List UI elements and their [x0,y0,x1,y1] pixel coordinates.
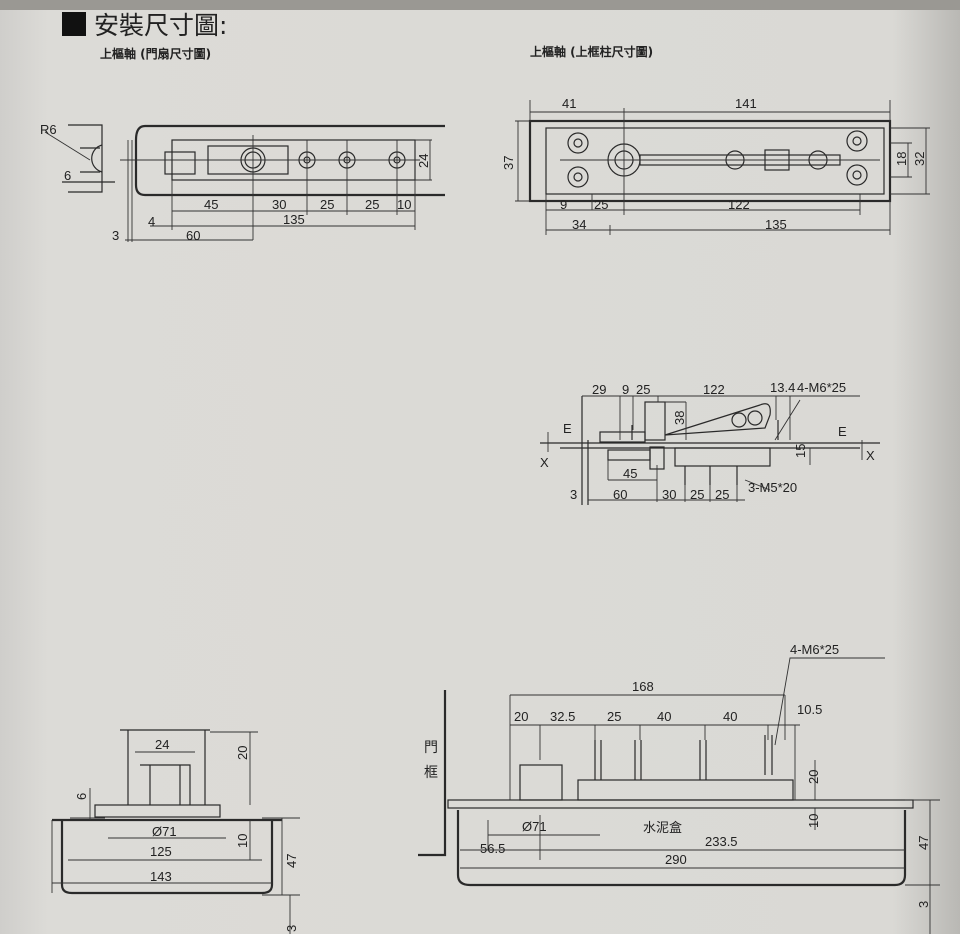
dim-label: 290 [665,852,687,867]
dim-label: 20 [514,709,528,724]
subtitle-frame: 上樞軸 (上框柱尺寸圖) [530,44,653,59]
drawing-floor-spring-plan: 4-M6*25 168 20 32.5 25 40 40 10.5 門 框 20… [418,642,940,934]
dim-label: 233.5 [705,834,738,849]
dim-label: 9 [560,197,567,212]
dim-label: 56.5 [480,841,505,856]
dim-label: 32.5 [550,709,575,724]
drawing-top-pivot-door: R6 6 45 30 25 25 10 24 135 4 3 60 [40,122,445,243]
dim-label: X [540,455,549,470]
dim-label: 6 [74,793,89,800]
page-top-edge [0,0,960,10]
dim-label: 24 [155,737,169,752]
dim-label: 34 [572,217,586,232]
dim-label: 168 [632,679,654,694]
label-door-frame-1: 門 [424,740,438,756]
dim-label: 30 [662,487,676,502]
dim-label: 24 [416,154,431,168]
dim-label: 40 [657,709,671,724]
dim-label: 10 [397,197,411,212]
dim-label: X [866,448,875,463]
dim-label: 15 [793,444,808,458]
dim-label: E [563,421,572,436]
drawing-top-pivot-frame: 41 141 37 18 32 9 25 122 34 135 [501,96,930,235]
dim-label: 25 [365,197,379,212]
dim-label: 10 [806,814,821,828]
dim-label: 6 [64,168,71,183]
dim-label: 25 [607,709,621,724]
dim-label: 25 [636,382,650,397]
dim-label: 41 [562,96,576,111]
page-title: 安裝尺寸圖: [94,11,227,40]
title-bullet-icon [62,12,86,36]
dim-label: 9 [622,382,629,397]
dim-label: 20 [235,746,250,760]
dim-label: 4-M6*25 [790,642,839,657]
dim-label: 40 [723,709,737,724]
dim-label: 122 [703,382,725,397]
dim-label: 125 [150,844,172,859]
dim-label: 25 [690,487,704,502]
dim-label: 13.4 [770,380,795,395]
dim-label: 4-M6*25 [797,380,846,395]
dim-label: 47 [916,836,931,850]
label-cement-box: 水泥盒 [643,820,682,836]
dim-label: 135 [765,217,787,232]
dim-label: 32 [912,152,927,166]
label-door-frame-2: 框 [424,765,438,781]
dim-label: 37 [501,156,516,170]
dim-label: 25 [594,197,608,212]
dim-label: 20 [806,770,821,784]
dim-label: Ø71 [152,824,177,839]
dim-label: 143 [150,869,172,884]
dim-label: 3 [112,228,119,243]
dim-label: 141 [735,96,757,111]
dim-label: 38 [672,411,687,425]
dim-label: 45 [623,466,637,481]
dim-label: 29 [592,382,606,397]
subtitle-door-leaf: 上樞軸 (門扇尺寸圖) [100,46,211,61]
drawing-floor-spring-side: 24 20 6 Ø71 10 125 47 143 3 [51,729,300,934]
dim-label: R6 [40,122,57,137]
dim-label: 45 [204,197,218,212]
dim-label: Ø71 [522,819,547,834]
dim-label: 60 [613,487,627,502]
dim-label: 18 [894,152,909,166]
dim-label: 60 [186,228,200,243]
dim-label: 30 [272,197,286,212]
dim-label: 47 [284,854,299,868]
dim-label: 4 [148,214,155,229]
dim-label: 122 [728,197,750,212]
dim-label: 25 [320,197,334,212]
dim-label: 10 [235,834,250,848]
dim-label: 3-M5*20 [748,480,797,495]
dim-label: 135 [283,212,305,227]
dim-label: 3 [570,487,577,502]
drawing-pivot-section: 29 9 25 122 13.4 4-M6*25 38 E E X X 15 4… [540,380,880,505]
dim-label: 3 [916,901,931,908]
dim-label: 3 [284,925,299,932]
dim-label: 10.5 [797,702,822,717]
dim-label: 25 [715,487,729,502]
dim-label: E [838,424,847,439]
